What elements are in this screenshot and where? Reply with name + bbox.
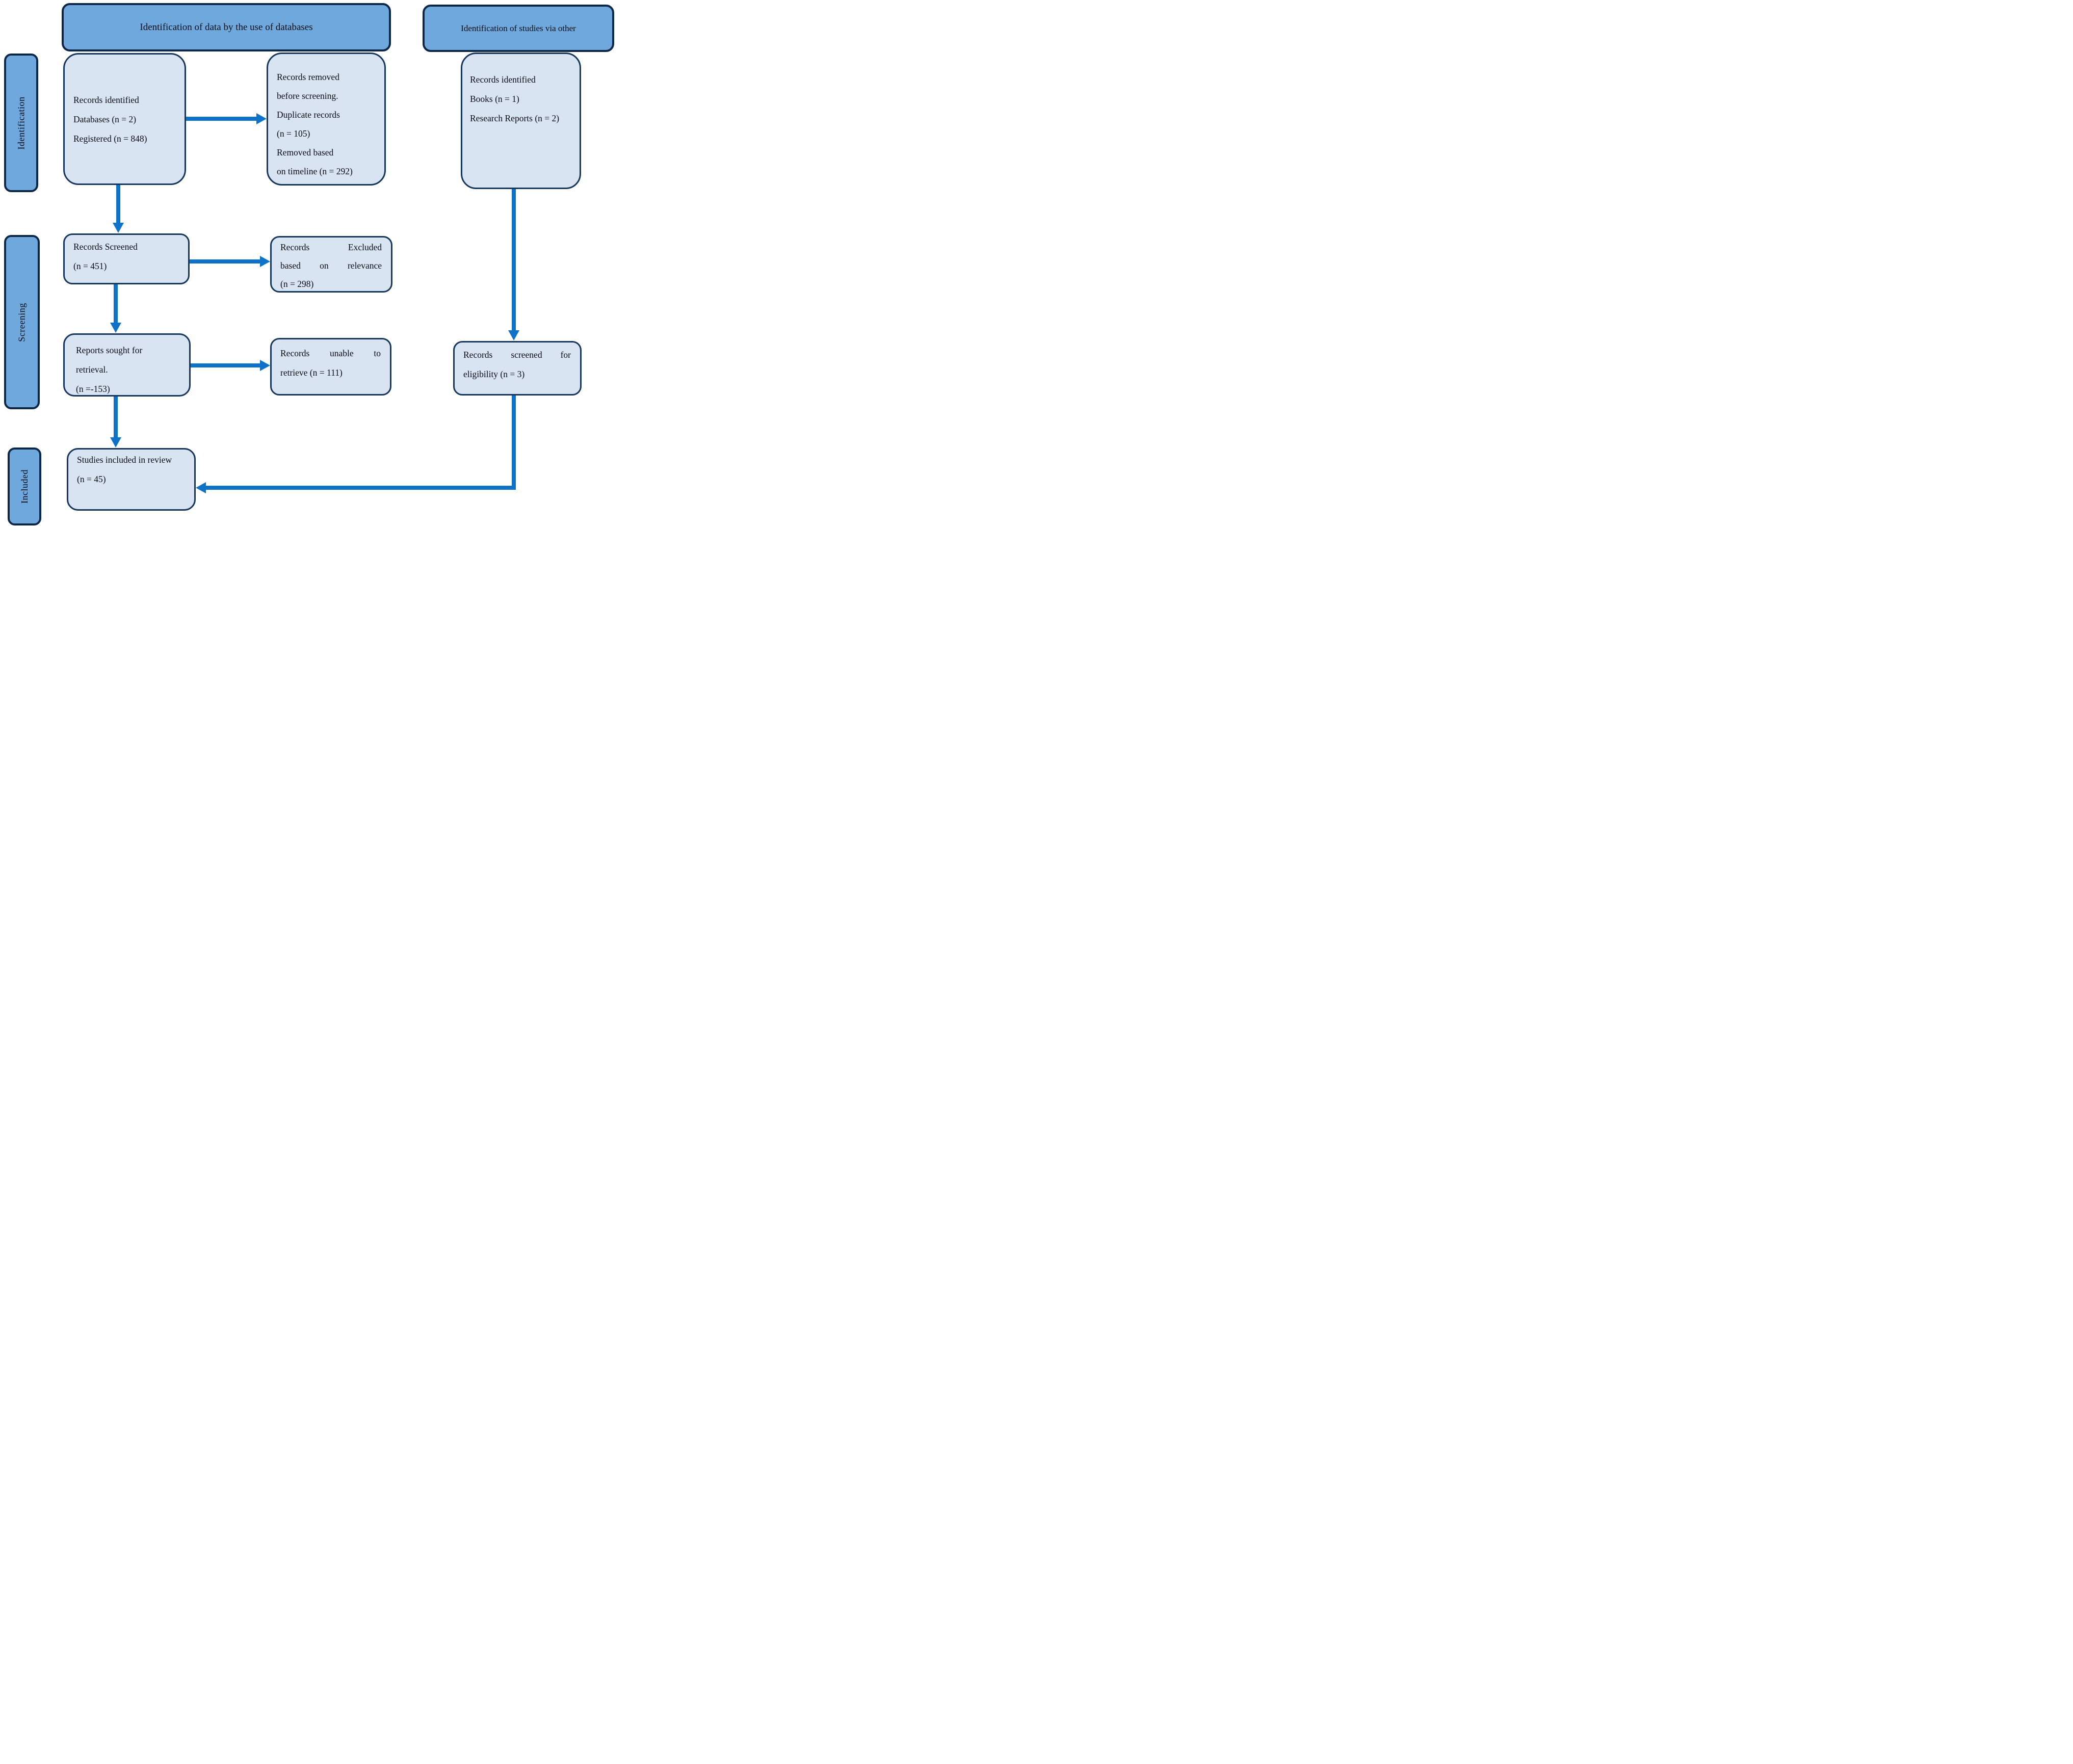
arrow-shaft — [512, 189, 516, 331]
arrow-head-icon — [260, 360, 270, 371]
box-records-identified-line: Registered (n = 848) — [73, 134, 147, 144]
arrow-head-icon — [256, 113, 267, 124]
box-reports-sought-line: (n =-153) — [76, 384, 110, 394]
arrow-head-icon — [508, 330, 519, 340]
header-databases-label: Identification of data by the use of dat… — [140, 21, 313, 33]
box-records-identified-line: Databases (n = 2) — [73, 114, 137, 124]
sidebar-screening-label: Screening — [16, 302, 27, 342]
box-records-excluded: Records Excluded based on relevance (n =… — [270, 236, 392, 293]
box-records-identified-other-line: Books (n = 1) — [470, 94, 519, 104]
box-records-screened-eligibility-line: eligibility (n = 3) — [463, 369, 525, 379]
box-records-removed-line: (n = 105) — [277, 128, 310, 139]
arrow-shaft — [186, 117, 256, 121]
arrow-shaft — [114, 397, 118, 438]
header-other-sources: Identification of studies via other — [423, 5, 614, 52]
box-records-identified-other-line: Records identified — [470, 74, 536, 85]
arrow-head-icon — [110, 323, 121, 333]
arrow-shaft — [190, 259, 260, 264]
box-reports-sought-line: Reports sought for — [76, 345, 143, 355]
sidebar-included: Included — [8, 447, 41, 525]
header-other-sources-label: Identification of studies via other — [461, 23, 576, 33]
sidebar-identification-label: Identification — [16, 96, 26, 149]
box-studies-included-line: (n = 45) — [77, 474, 106, 484]
box-records-identified-line: Records identified — [73, 95, 139, 105]
box-reports-sought-line: retrieval. — [76, 364, 108, 375]
sidebar-included-label: Included — [19, 469, 30, 504]
box-reports-sought: Reports sought for retrieval. (n =-153) — [63, 333, 191, 397]
box-records-unable: Records unable to retrieve (n = 111) — [270, 338, 391, 396]
arrow-head-icon — [113, 223, 124, 233]
sidebar-identification: Identification — [4, 54, 38, 192]
arrow-head-icon — [110, 437, 121, 447]
box-studies-included: Studies included in review (n = 45) — [67, 448, 196, 511]
arrow-shaft — [116, 185, 120, 223]
box-records-removed-line: Duplicate records — [277, 110, 340, 120]
arrow-shaft — [206, 486, 516, 490]
box-records-unable-line: retrieve (n = 111) — [280, 367, 343, 378]
box-records-removed-line: before screening. — [277, 91, 338, 101]
header-databases: Identification of data by the use of dat… — [62, 3, 391, 51]
box-records-screened: Records Screened (n = 451) — [63, 233, 190, 284]
box-records-screened-line: Records Screened — [73, 242, 138, 252]
box-records-screened-line: (n = 451) — [73, 261, 107, 271]
box-studies-included-line: Studies included in review — [77, 455, 172, 465]
box-records-unable-line: Records unable to — [280, 348, 381, 358]
box-records-screened-eligibility-line: Records screened for — [463, 350, 571, 360]
arrow-shaft — [512, 396, 516, 490]
arrow-shaft — [114, 284, 118, 323]
box-records-excluded-line: (n = 298) — [280, 279, 314, 289]
box-records-removed: Records removed before screening. Duplic… — [267, 52, 386, 186]
arrow-head-icon — [196, 482, 206, 493]
box-records-screened-eligibility: Records screened for eligibility (n = 3) — [453, 341, 582, 396]
box-records-excluded-line: based on relevance — [280, 260, 382, 271]
arrow-shaft — [191, 363, 260, 367]
box-records-removed-line: Removed based — [277, 147, 334, 157]
box-records-removed-line: Records removed — [277, 72, 339, 82]
box-records-excluded-line: Records Excluded — [280, 242, 382, 252]
prisma-flow-diagram: Identification of data by the use of dat… — [0, 0, 622, 529]
sidebar-screening: Screening — [4, 235, 40, 409]
box-records-removed-line: on timeline (n = 292) — [277, 166, 353, 176]
box-records-identified: Records identified Databases (n = 2) Reg… — [63, 53, 186, 185]
box-records-identified-other: Records identified Books (n = 1) Researc… — [461, 52, 581, 189]
arrow-head-icon — [260, 256, 270, 267]
box-records-identified-other-line: Research Reports (n = 2) — [470, 113, 560, 123]
